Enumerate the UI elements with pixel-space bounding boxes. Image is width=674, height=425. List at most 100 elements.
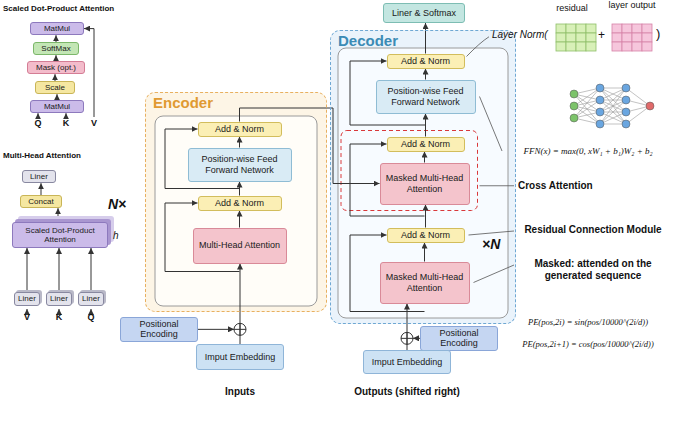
leader-line: [469, 231, 515, 235]
flow-arrow: [424, 152, 425, 163]
leader-line: [480, 97, 503, 152]
layer-box: Multi-Head Attention: [193, 228, 287, 264]
flow-arrow: [239, 211, 240, 228]
network-icon: [622, 96, 630, 104]
layer-box: Imput Embedding: [196, 344, 284, 370]
annotation-label: Inputs: [196, 386, 284, 398]
layer-box: Liner: [22, 170, 56, 183]
input-arrow: [38, 113, 39, 117]
input-arrow: [66, 113, 67, 117]
flow-arrow: [240, 264, 241, 345]
layer-box: Scaled Dot-Product Attention: [12, 222, 108, 248]
annotation-label: ): [656, 27, 660, 42]
layer-box: Positional Encoding: [120, 317, 198, 342]
network-icon: [600, 112, 626, 124]
layer-name: Position-wise Feed Forward Network: [380, 86, 472, 107]
encoder-ground: [145, 92, 327, 312]
layer-name: Add & Norm: [401, 139, 450, 149]
layer-name: Scaled Dot-Product Attention: [16, 226, 104, 244]
flow-arrow: [239, 137, 240, 148]
network-icon: [626, 106, 650, 124]
tensor-grid: [622, 24, 632, 33]
tensor-grid: [632, 33, 642, 42]
flow-arrow: [56, 35, 57, 42]
layer-box: Position-wise Feed Forward Network: [376, 80, 476, 114]
tensor-grid: [576, 33, 586, 42]
layer-name: Concat: [28, 197, 53, 206]
tensor-grid: [612, 24, 622, 33]
annotation-label: Layer Norm(: [492, 29, 548, 41]
layer-box: MatMul: [30, 22, 84, 35]
layer-name: Positional Encoding: [124, 319, 194, 340]
annotation-label: +: [598, 29, 605, 43]
network-icon: [600, 88, 626, 100]
network-icon: [600, 88, 626, 100]
leader-line: [467, 37, 490, 57]
layer-box: Add & Norm: [387, 54, 465, 69]
flow-arrow: [425, 23, 426, 54]
network-icon: [574, 100, 600, 118]
layer-name: Liner: [30, 172, 48, 181]
annotation-label: Masked: attended on the generated sequen…: [518, 258, 668, 281]
annotation-label: K: [61, 118, 71, 128]
flow-arrow: [424, 243, 425, 262]
layer-name: Add & Norm: [401, 56, 450, 66]
network-icon: [596, 84, 604, 92]
network-icon: [622, 84, 630, 92]
input-arrow: [91, 309, 92, 311]
annotation-label: Outputs (shifted right): [337, 386, 477, 398]
flow-arrow: [55, 74, 56, 81]
tensor-grid: [622, 33, 632, 42]
network-icon: [596, 108, 604, 116]
tensor-grid: [632, 24, 642, 33]
layer-box: Positional Encoding: [420, 326, 498, 351]
layer-name: Mask (opt.): [36, 63, 76, 72]
network-icon: [626, 88, 650, 106]
annotation-label: V: [89, 118, 99, 128]
annotation-label: Multi-Head Attention: [3, 151, 81, 160]
network-icon: [570, 114, 578, 122]
layer-box: Liner & Softmax: [383, 3, 465, 23]
annotation-label: layer output: [608, 0, 656, 10]
flow-arrow: [41, 183, 42, 195]
stack-container: DecoderAdd & NormPosition-wise Feed Forw…: [330, 30, 516, 324]
annotation-label: h: [113, 230, 119, 242]
layer-name: Liner: [82, 294, 100, 303]
layer-name: Imput Embedding: [205, 352, 276, 362]
tensor-grid: [642, 24, 652, 33]
layer-name: MatMul: [44, 24, 70, 33]
network-icon: [596, 96, 604, 104]
leader-line: [474, 265, 515, 283]
layer-name: Positional Encoding: [424, 328, 494, 349]
annotation-label: Q: [86, 312, 96, 322]
annotation-label: K: [54, 312, 64, 322]
region-fills: [145, 30, 516, 324]
encoding-line: [413, 338, 420, 339]
layer-box: Position-wise Feed Forward Network: [188, 148, 292, 182]
annotation-label: FFN(x) = max(0, xW₁ + b₁)W₂ + b₂: [505, 146, 671, 156]
tensor-grid: [566, 42, 576, 51]
flow-arrow: [91, 248, 92, 292]
network-icon: [622, 120, 630, 128]
layer-box: Add & Norm: [198, 122, 282, 137]
tensor-grid: [566, 24, 576, 33]
layer-name: Multi-Head Attention: [199, 240, 280, 250]
layer-box: Liner: [14, 292, 40, 306]
layer-box: Add & Norm: [198, 196, 282, 211]
tensor-grid: [632, 42, 642, 51]
flow-arrow: [59, 248, 60, 292]
layer-box: Liner: [78, 292, 104, 306]
input-arrow: [59, 309, 60, 311]
network-icon: [600, 112, 626, 124]
layer-name: SoftMax: [41, 44, 70, 53]
layer-name: Add & Norm: [401, 230, 450, 240]
layer-box: Masked Multi-Head Attention: [380, 262, 470, 304]
layer-name: Position-wise Feed Forward Network: [192, 154, 288, 175]
tensor-grid: [642, 33, 652, 42]
flow-arrow: [239, 182, 240, 196]
layer-name: Masked Multi-Head Attention: [384, 272, 466, 293]
tensor-grid: [642, 42, 652, 51]
network-icon: [596, 120, 604, 128]
